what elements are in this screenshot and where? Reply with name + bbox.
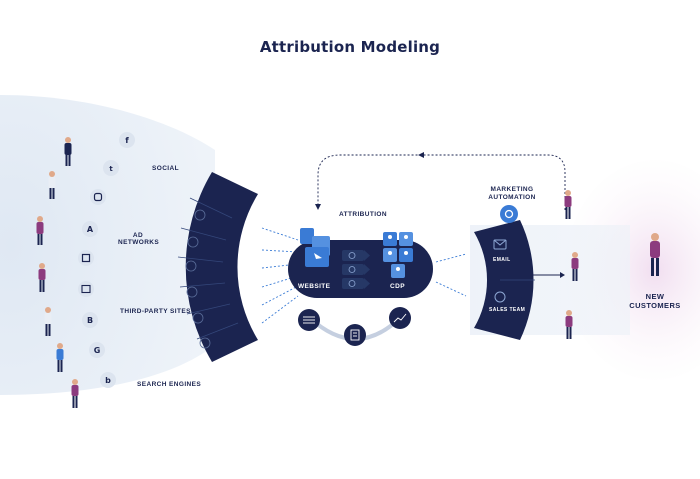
- sales-team-icon: [494, 291, 506, 303]
- svg-text:G: G: [94, 346, 101, 355]
- person-icon: [48, 171, 56, 199]
- person-icon: [565, 310, 573, 339]
- social-label: SOCIAL: [152, 165, 179, 172]
- person-icon: [571, 252, 579, 281]
- growth-circle: [389, 307, 411, 329]
- person-icon: [64, 137, 72, 166]
- display-ad-icon: [78, 250, 94, 266]
- marketing-automation-label: MARKETING AUTOMATION: [488, 186, 536, 201]
- svg-text:t: t: [109, 165, 113, 173]
- website-label: WEBSITE: [298, 283, 331, 290]
- sales-team-label: SALES TEAM: [489, 307, 526, 313]
- person-icon: [56, 343, 64, 372]
- sources-arc: [185, 172, 258, 362]
- person-icon: [564, 190, 572, 219]
- attribution-label: ATTRIBUTION: [339, 211, 387, 218]
- person-icon: [36, 216, 44, 245]
- page-title: Attribution Modeling: [259, 38, 441, 56]
- new-customers-label: NEW CUSTOMERS: [629, 292, 681, 310]
- person-icon: [38, 263, 46, 292]
- automation-gear-icon: [500, 205, 518, 223]
- person-icon: [71, 379, 79, 408]
- svg-text:A: A: [87, 225, 94, 234]
- svg-text:B: B: [87, 316, 93, 325]
- facebook-icon: [119, 132, 135, 148]
- website-icon: [300, 228, 330, 267]
- new-customer-figure: [650, 233, 660, 276]
- cdp-label: CDP: [390, 283, 405, 290]
- instagram-icon: [90, 189, 106, 205]
- email-icon: [493, 239, 507, 250]
- email-label: EMAIL: [493, 257, 511, 263]
- person-icon: [44, 307, 52, 336]
- source-arrows: [261, 227, 299, 324]
- sources-background: [0, 95, 215, 395]
- third-party-label: THIRD-PARTY SITES: [120, 308, 191, 315]
- ad-networks-label: AD NETWORKS: [118, 232, 160, 246]
- twitter-icon: [103, 160, 119, 176]
- google-icon: [89, 342, 105, 358]
- adwords-icon: [82, 221, 98, 237]
- cdp-icon: [383, 232, 413, 278]
- feedback-loop: [317, 154, 566, 210]
- blog-icon: [82, 312, 98, 328]
- analysis-icons: [342, 250, 370, 289]
- converted-people: [564, 190, 660, 339]
- report-circle: [344, 324, 366, 346]
- prospect-people: [36, 137, 79, 408]
- search-engines-label: SEARCH ENGINES: [137, 381, 202, 388]
- bing-icon: [100, 372, 116, 388]
- news-site-icon: [78, 281, 94, 297]
- svg-text:f: f: [125, 136, 129, 145]
- svg-text:b: b: [105, 376, 111, 385]
- source-icons: f t A B G b: [78, 132, 135, 388]
